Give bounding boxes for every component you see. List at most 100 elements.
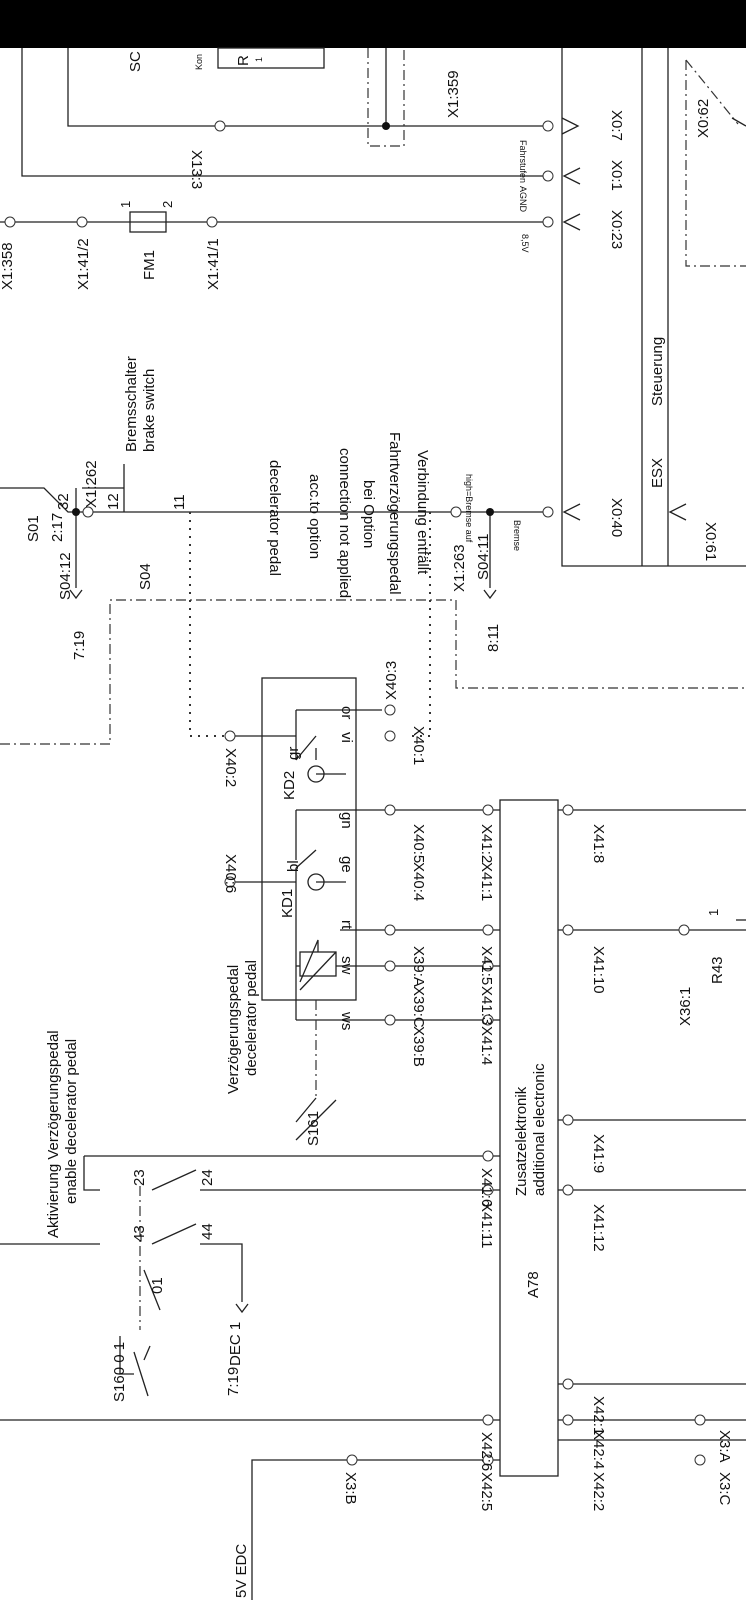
label-5v-edc: 5V EDC — [233, 1544, 250, 1598]
label-x41-11: X41:11 — [478, 1202, 495, 1248]
label-ge: ge — [338, 856, 355, 873]
label-a78: A78 — [525, 1271, 542, 1298]
label-x41-12: X41:12 — [590, 1204, 607, 1252]
label-note-6: Verbindung entfällt — [414, 450, 431, 575]
label-x39-c: X39:C — [410, 986, 427, 1028]
potentiometer — [299, 951, 337, 977]
label-note-1: decelerator pedal — [266, 460, 283, 576]
label-s160: S160 0 1 — [111, 1342, 128, 1402]
label-sw: sw — [338, 956, 355, 975]
label-r-one: 1 — [254, 57, 264, 62]
label-8-11: 8:11 — [485, 624, 502, 652]
pedal-component-box — [261, 677, 357, 1001]
label-note-3: connection not applied — [336, 448, 353, 598]
wiring — [0, 47, 746, 1600]
label-fm1-pin1: 1 — [118, 201, 133, 208]
r-component-box — [217, 47, 325, 69]
label-x41-1: X41:1 — [478, 862, 495, 901]
label-x3-c: X3:C — [716, 1472, 733, 1506]
label-enable-de: Aktivierung Verzögerungspedal — [45, 1030, 62, 1238]
label-s01: S01 — [25, 515, 42, 542]
label-x42-5: X42:5 — [478, 1472, 495, 1511]
label-pin-23: 23 — [131, 1169, 148, 1186]
label-x40-2: X40:2 — [222, 748, 239, 787]
label-x41-3: X41:3 — [478, 986, 495, 1025]
label-x41-8: X41:8 — [590, 824, 607, 863]
label-fahrstufen: Fahrstufen — [518, 140, 528, 183]
label-rt: rt — [338, 920, 355, 930]
label-x1-262: X1:262 — [83, 460, 100, 508]
label-pin-24: 24 — [199, 1169, 216, 1186]
label-enable-en: enable decelerator pedal — [63, 1039, 80, 1204]
label-r-cut: R — [235, 55, 252, 66]
label-pin-43: 43 — [131, 1225, 148, 1242]
label-pin-01: 01 — [149, 1277, 166, 1294]
label-fm1: FM1 — [141, 250, 158, 280]
label-gr: gr — [285, 747, 302, 760]
top-black-bar — [0, 0, 746, 48]
label-s04-11: S04:11 — [475, 534, 492, 580]
label-x39-b: X39:B — [410, 1026, 427, 1067]
label-x0-23: X0:23 — [608, 210, 625, 249]
label-x40-1: X40:1 — [410, 726, 427, 765]
label-pin-12: 12 — [105, 493, 122, 510]
label-high-bremse: high=Bremse auf — [464, 474, 474, 543]
label-s0-cut: SC — [127, 51, 144, 72]
label-x13-3: X13:3 — [188, 150, 205, 189]
label-s161: S161 — [305, 1111, 322, 1146]
label-r43: R43 — [709, 956, 726, 984]
label-note-2: acc.to option — [306, 474, 323, 559]
label-x1-359: X1:359 — [445, 70, 462, 118]
label-vi: vi — [338, 732, 355, 743]
label-x0-7: X0:7 — [608, 110, 625, 141]
label-x41-9: X41:9 — [590, 1134, 607, 1173]
label-x3-a: X3:A — [716, 1430, 733, 1463]
label-kon-cut: Kon — [194, 54, 204, 70]
label-x40-4: X40:4 — [410, 862, 427, 901]
a78-block — [499, 799, 559, 1477]
label-fm1-pin2: 2 — [160, 201, 175, 208]
label-x41-10: X41:10 — [590, 946, 607, 994]
label-x1-358: X1:358 — [0, 242, 16, 290]
label-bremsschalter: Bremsschalter — [123, 356, 140, 452]
label-bl: bl — [285, 860, 302, 872]
label-kd1: KD1 — [279, 889, 296, 918]
labels: SC Kon R 1 X1:359 X13:3 X0:7 Fahrstufen … — [0, 51, 733, 1598]
label-x1-263: X1:263 — [451, 544, 468, 592]
label-x0-40: X0:40 — [608, 498, 625, 537]
label-pin-32: 32 — [55, 493, 72, 510]
label-pin-44: 44 — [199, 1223, 216, 1240]
label-r43-pin1: 1 — [706, 909, 721, 916]
label-x41-2: X41:2 — [478, 824, 495, 863]
label-x40-5: X40:5 — [410, 824, 427, 863]
label-zusatz-de: Zusatzelektronik — [513, 1086, 530, 1196]
fm1-fuse-box — [129, 211, 167, 233]
label-x0-61: X0:61 — [702, 522, 719, 561]
label-pin-11: 11 — [171, 494, 188, 510]
label-x0-62: X0:62 — [695, 99, 712, 138]
label-7-19a: 7:19 — [71, 631, 88, 660]
label-x41-4: X41:4 — [478, 1026, 495, 1065]
label-x39-a: X39:A — [410, 946, 427, 987]
label-x3-b: X3:B — [342, 1472, 359, 1505]
label-note-5: Fahrtverzögerungspedal — [386, 432, 403, 595]
label-x41-6: X41:6 — [478, 1168, 495, 1207]
label-x42-1: X42:1 — [590, 1396, 607, 1435]
label-x1-41-2: X1:41/2 — [75, 238, 92, 290]
label-or: or — [338, 706, 355, 719]
label-s04: S04 — [137, 563, 154, 590]
label-pedal-de: Verzögerungspedal — [225, 965, 242, 1094]
label-x36-1: X36:1 — [677, 987, 694, 1026]
label-x0-1: X0:1 — [608, 160, 625, 191]
label-pedal-en: decelerator pedal — [243, 960, 260, 1076]
label-8-5v: 8,5V — [520, 234, 530, 253]
label-x40-6: X40:6 — [222, 854, 239, 893]
label-x40-3: X40:3 — [383, 661, 400, 700]
label-gn: gn — [338, 812, 355, 829]
label-s04-12: S04:12 — [57, 552, 74, 600]
label-agnd: AGND — [518, 186, 528, 213]
label-7-19b: 7:19 — [225, 1367, 242, 1396]
label-2-17: 2:17 — [49, 513, 66, 542]
label-steuerung: Steuerung — [649, 337, 666, 406]
